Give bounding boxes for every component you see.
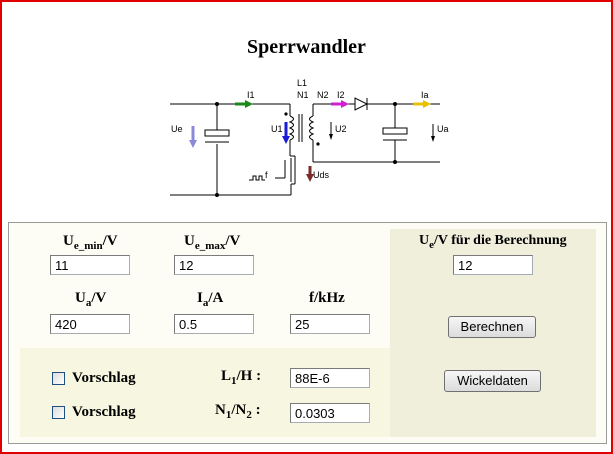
label-l1: L1 (297, 78, 307, 88)
wickeldaten-button[interactable]: Wickeldaten (444, 370, 541, 392)
label-u2: U2 (335, 124, 347, 134)
vorschlag-n1n2-checkbox[interactable] (52, 406, 65, 419)
l1-input[interactable] (290, 368, 370, 388)
voltage-ue-arrow (189, 140, 197, 148)
label-i1: I1 (247, 90, 255, 100)
ua-label: Ua/V (75, 290, 107, 309)
label-n1: N1 (297, 90, 309, 100)
ue-min-input[interactable] (50, 255, 130, 275)
ia-input[interactable] (174, 314, 254, 334)
l1-label: L1/H : (221, 368, 262, 387)
label-ua: Ua (437, 124, 449, 134)
current-i2-arrow (341, 100, 349, 108)
label-ia: Ia (421, 90, 429, 100)
label-f: f (265, 170, 268, 180)
label-ue: Ue (171, 124, 183, 134)
label-n2: N2 (317, 90, 329, 100)
f-input[interactable] (290, 314, 370, 334)
ue-calc-input[interactable] (453, 255, 533, 275)
f-label: f/kHz (309, 290, 345, 306)
ia-label: Ia/A (197, 290, 224, 309)
ue-max-label: Ue_max/V (184, 233, 241, 252)
ue-calc-label: Ue/V für die Berechnung (419, 233, 567, 251)
berechnen-button[interactable]: Berechnen (448, 316, 536, 338)
current-i1-arrow (245, 100, 253, 108)
vorschlag-n1n2-label: Vorschlag (72, 404, 136, 420)
vorschlag-l1-label: Vorschlag (72, 370, 136, 386)
n1n2-label: N1/N2 : (215, 402, 261, 421)
page-title: Sperrwandler (247, 36, 366, 58)
label-u1: U1 (271, 124, 283, 134)
vorschlag-l1-checkbox[interactable] (52, 372, 65, 385)
current-ia-arrow (423, 100, 431, 108)
voltage-u1-arrow (282, 136, 290, 144)
voltage-uds-arrow (306, 174, 314, 182)
label-i2: I2 (337, 90, 345, 100)
ue-min-label: Ue_min/V (63, 233, 118, 252)
ue-max-input[interactable] (174, 255, 254, 275)
label-uds: Uds (313, 170, 330, 180)
suggestion-pane (20, 348, 390, 437)
flyback-circuit-diagram: L1 N1 N2 I1 I2 Ia Ue U1 U2 Ua Uds f (165, 74, 450, 204)
n1n2-input[interactable] (290, 403, 370, 423)
ua-input[interactable] (50, 314, 130, 334)
